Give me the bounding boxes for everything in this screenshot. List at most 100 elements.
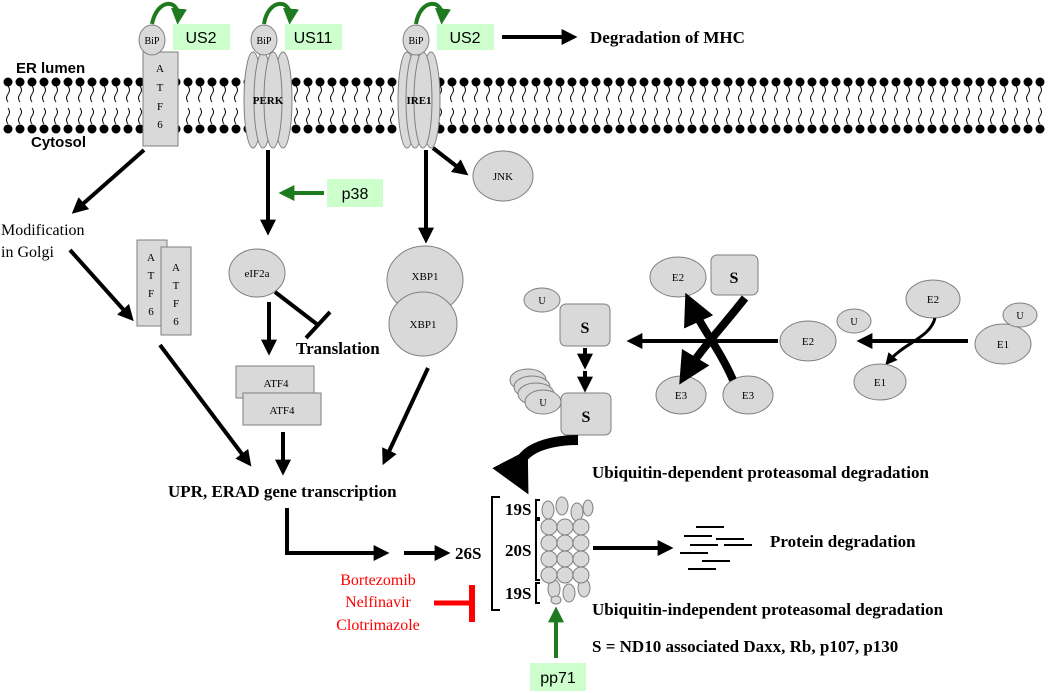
lipid-head [75, 124, 85, 134]
eif2a-label: eIF2a [244, 268, 269, 280]
lipid-head [627, 124, 637, 134]
lipid-tail [198, 85, 202, 103]
lipid-tail [582, 107, 586, 125]
atf6-letter: A [156, 63, 164, 75]
lipid-tail [126, 85, 130, 103]
lipid-tail [366, 85, 370, 103]
lipid-head [891, 124, 901, 134]
lipid-tail [618, 107, 622, 125]
lipid-tail [954, 107, 958, 125]
lipid-tail [330, 107, 334, 125]
lipid-tail [882, 107, 886, 125]
inhibition-bar [304, 310, 332, 340]
ubiquitin-right: U [1002, 302, 1038, 328]
proteasome-subunit [572, 566, 590, 584]
lipid-head [39, 124, 49, 134]
us2-release-arrow [414, 1, 451, 25]
cleaved-atf6: A T F 6 A T F 6 [136, 239, 192, 336]
lipid-head [987, 77, 997, 87]
lipid-tail [102, 107, 106, 125]
lipid-head [999, 77, 1009, 87]
19s-bottom-bracket [535, 582, 540, 604]
lipid-head [915, 124, 925, 134]
lipid-tail [666, 85, 670, 103]
lipid-head [711, 124, 721, 134]
substrate-s-top: S [710, 254, 759, 296]
lipid-head [231, 124, 241, 134]
lipid-head [543, 77, 553, 87]
lipid-head [555, 124, 565, 134]
lipid-tail [54, 107, 58, 125]
e1-node-lower: E1 [853, 363, 907, 401]
lipid-tail [750, 107, 754, 125]
bip-ire1: BiP [402, 24, 430, 56]
lipid-head [339, 124, 349, 134]
e3-node-right: E3 [722, 375, 774, 415]
lipid-head [195, 77, 205, 87]
p38-box [327, 179, 383, 207]
lipid-tail [210, 107, 214, 125]
lipid-tail [330, 85, 334, 103]
lipid-tail [6, 107, 10, 125]
lipid-head [663, 77, 673, 87]
lipid-head [867, 77, 877, 87]
atf6-letter: T [157, 82, 164, 94]
lipid-tail [858, 107, 862, 125]
svg-text:F: F [173, 298, 179, 310]
golgi-to-atf6-arrow [68, 248, 134, 322]
lipid-head [459, 124, 469, 134]
us11-release-arrow [262, 1, 299, 25]
lipid-tail [138, 85, 142, 103]
lipid-tail [354, 85, 358, 103]
lipid-tail [558, 107, 562, 125]
lipid-head [699, 77, 709, 87]
lipid-head [327, 124, 337, 134]
svg-text:T: T [148, 270, 155, 282]
lipid-tail [690, 85, 694, 103]
lipid-tail [774, 107, 778, 125]
s-definition-label: S = ND10 associated Daxx, Rb, p107, p130 [592, 637, 898, 656]
lipid-tail [630, 85, 634, 103]
lipid-head [99, 77, 109, 87]
e3-node-left: E3 [655, 375, 707, 415]
lipid-head [87, 77, 97, 87]
lipid-tail [378, 107, 382, 125]
svg-text:S: S [730, 270, 739, 287]
lipid-head [927, 77, 937, 87]
svg-text:U: U [1016, 311, 1024, 322]
lipid-tail [114, 85, 118, 103]
perk-label: PERK [253, 95, 284, 107]
lipid-tail [906, 85, 910, 103]
lipid-tail [462, 85, 466, 103]
lipid-head [651, 77, 661, 87]
lipid-head [891, 77, 901, 87]
lipid-head [975, 124, 985, 134]
lipid-head [495, 124, 505, 134]
proteasome-subunit [572, 518, 590, 536]
lipid-head [567, 77, 577, 87]
lipid-head [135, 77, 145, 87]
lipid-tail [594, 107, 598, 125]
lipid-head [207, 77, 217, 87]
lipid-head [291, 77, 301, 87]
lipid-tail [390, 85, 394, 103]
lipid-head [111, 77, 121, 87]
lipid-tail [738, 107, 742, 125]
lipid-tail [546, 85, 550, 103]
lipid-head [975, 77, 985, 87]
lipid-head [471, 124, 481, 134]
lipid-tail [1038, 85, 1042, 103]
eif2a-node: eIF2a [228, 248, 286, 298]
lipid-head [783, 77, 793, 87]
lipid-tail [630, 107, 634, 125]
proteasome-subunit [556, 518, 574, 536]
bip-atf6: BiP [138, 24, 166, 56]
lipid-head [855, 124, 865, 134]
us2-label: US2 [449, 30, 480, 47]
lipid-tail [618, 85, 622, 103]
svg-text:E3: E3 [675, 390, 688, 402]
proteasome-core [540, 518, 590, 584]
lipid-tail [126, 107, 130, 125]
proteasome-subunit [572, 550, 590, 568]
lipid-tail [834, 107, 838, 125]
